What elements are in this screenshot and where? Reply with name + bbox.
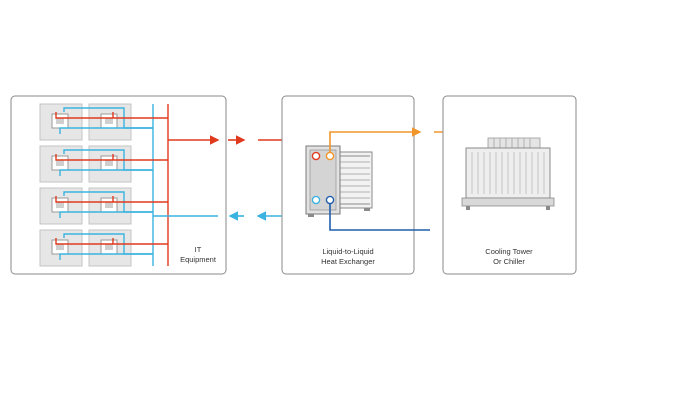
cooling-tower-panel: Cooling Tower Or Chiller xyxy=(442,95,577,275)
chip-icon xyxy=(51,113,69,129)
hx-label-line1: Liquid-to-Liquid xyxy=(322,247,373,256)
hx-label-line2: Heat Exchanger xyxy=(321,257,375,266)
it-equipment-label-line2: Equipment xyxy=(180,255,217,264)
chip-icon xyxy=(51,197,69,213)
server-module xyxy=(39,103,83,141)
chip-icon xyxy=(51,155,69,171)
heat-exchanger-panel: Liquid-to-Liquid Heat Exchanger xyxy=(281,95,415,275)
server-module xyxy=(39,145,83,183)
chip-icon xyxy=(100,113,118,129)
it-equipment-label-line1: IT xyxy=(195,245,202,254)
hot-return-manifold xyxy=(55,104,169,266)
tower-label-line1: Cooling Tower xyxy=(485,247,533,256)
it-equipment-panel: IT Equipment xyxy=(10,95,227,275)
server-module xyxy=(39,229,83,267)
chip-icon xyxy=(100,155,118,171)
server-module xyxy=(39,187,83,225)
tower-label-line2: Or Chiller xyxy=(493,257,525,266)
plate-heat-exchanger-icon xyxy=(305,145,373,217)
chip-icon xyxy=(51,239,69,255)
cooling-tower-icon xyxy=(461,137,555,210)
cold-supply-manifold xyxy=(59,104,154,266)
chip-icon xyxy=(100,197,118,213)
chip-icon xyxy=(100,239,118,255)
